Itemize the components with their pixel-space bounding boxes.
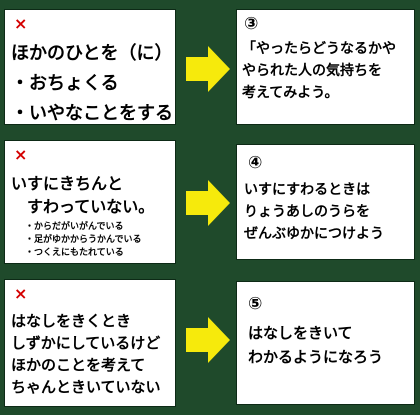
card-line: ほかのことを考えて <box>11 356 146 374</box>
card-line: ぜんぶゆかにつけよう <box>244 226 384 242</box>
card-subline: ・足がゆかからうかんでいる <box>25 235 142 245</box>
card-line: いすにすわるときは <box>244 182 371 198</box>
card-line: はなしをきくとき <box>11 312 132 330</box>
card-line: ちゃんときいていない <box>11 378 161 396</box>
bad-behavior-card-2: × いすにきちんと すわっていない。 ・からだがいがんでいる ・足がゆかからうか… <box>4 140 176 264</box>
bad-behavior-card-1: × ほかのひとを（に） ・おちょくる ・いやなことをする <box>4 9 176 125</box>
right-arrow-icon <box>186 46 230 92</box>
step-number: ④ <box>248 153 263 173</box>
good-behavior-card-5: ⑤ はなしをきいて わかるようになろう <box>236 281 415 405</box>
right-arrow-icon <box>186 180 230 226</box>
right-arrow-icon <box>186 317 230 363</box>
card-subline: ・からだがいがんでいる <box>25 222 124 232</box>
step-number: ⑤ <box>248 294 263 314</box>
step-number: ③ <box>244 14 259 34</box>
cross-mark-icon: × <box>14 145 28 164</box>
card-line: すわっていない。 <box>11 197 155 216</box>
bad-behavior-card-3: × はなしをきくとき しずかにしているけど ほかのことを考えて ちゃんときいてい… <box>4 279 176 407</box>
good-behavior-card-4: ④ いすにすわるときは りょうあしのうらを ぜんぶゆかにつけよう <box>236 144 415 260</box>
good-behavior-card-3: ③ 「やったらどうなるかや やられた人の気持ちを 考えてみよう。 <box>236 9 415 125</box>
card-line: 考えてみよう。 <box>242 85 339 101</box>
card-line: わかるようになろう <box>248 348 384 366</box>
card-line: やられた人の気持ちを <box>242 63 382 79</box>
card-line: はなしをきいて <box>248 324 353 342</box>
cross-mark-icon: × <box>14 284 28 303</box>
cross-mark-icon: × <box>14 14 28 33</box>
card-line: ほかのひとを（に） <box>11 43 173 64</box>
card-line: りょうあしのうらを <box>244 204 370 220</box>
card-subline: ・つくえにもたれている <box>25 248 124 258</box>
card-line: 「やったらどうなるかや <box>242 41 396 57</box>
card-line: ・おちょくる <box>11 73 119 94</box>
card-line: いすにきちんと <box>11 174 124 193</box>
card-line: しずかにしているけど <box>11 334 161 352</box>
card-line: ・いやなことをする <box>11 103 173 124</box>
